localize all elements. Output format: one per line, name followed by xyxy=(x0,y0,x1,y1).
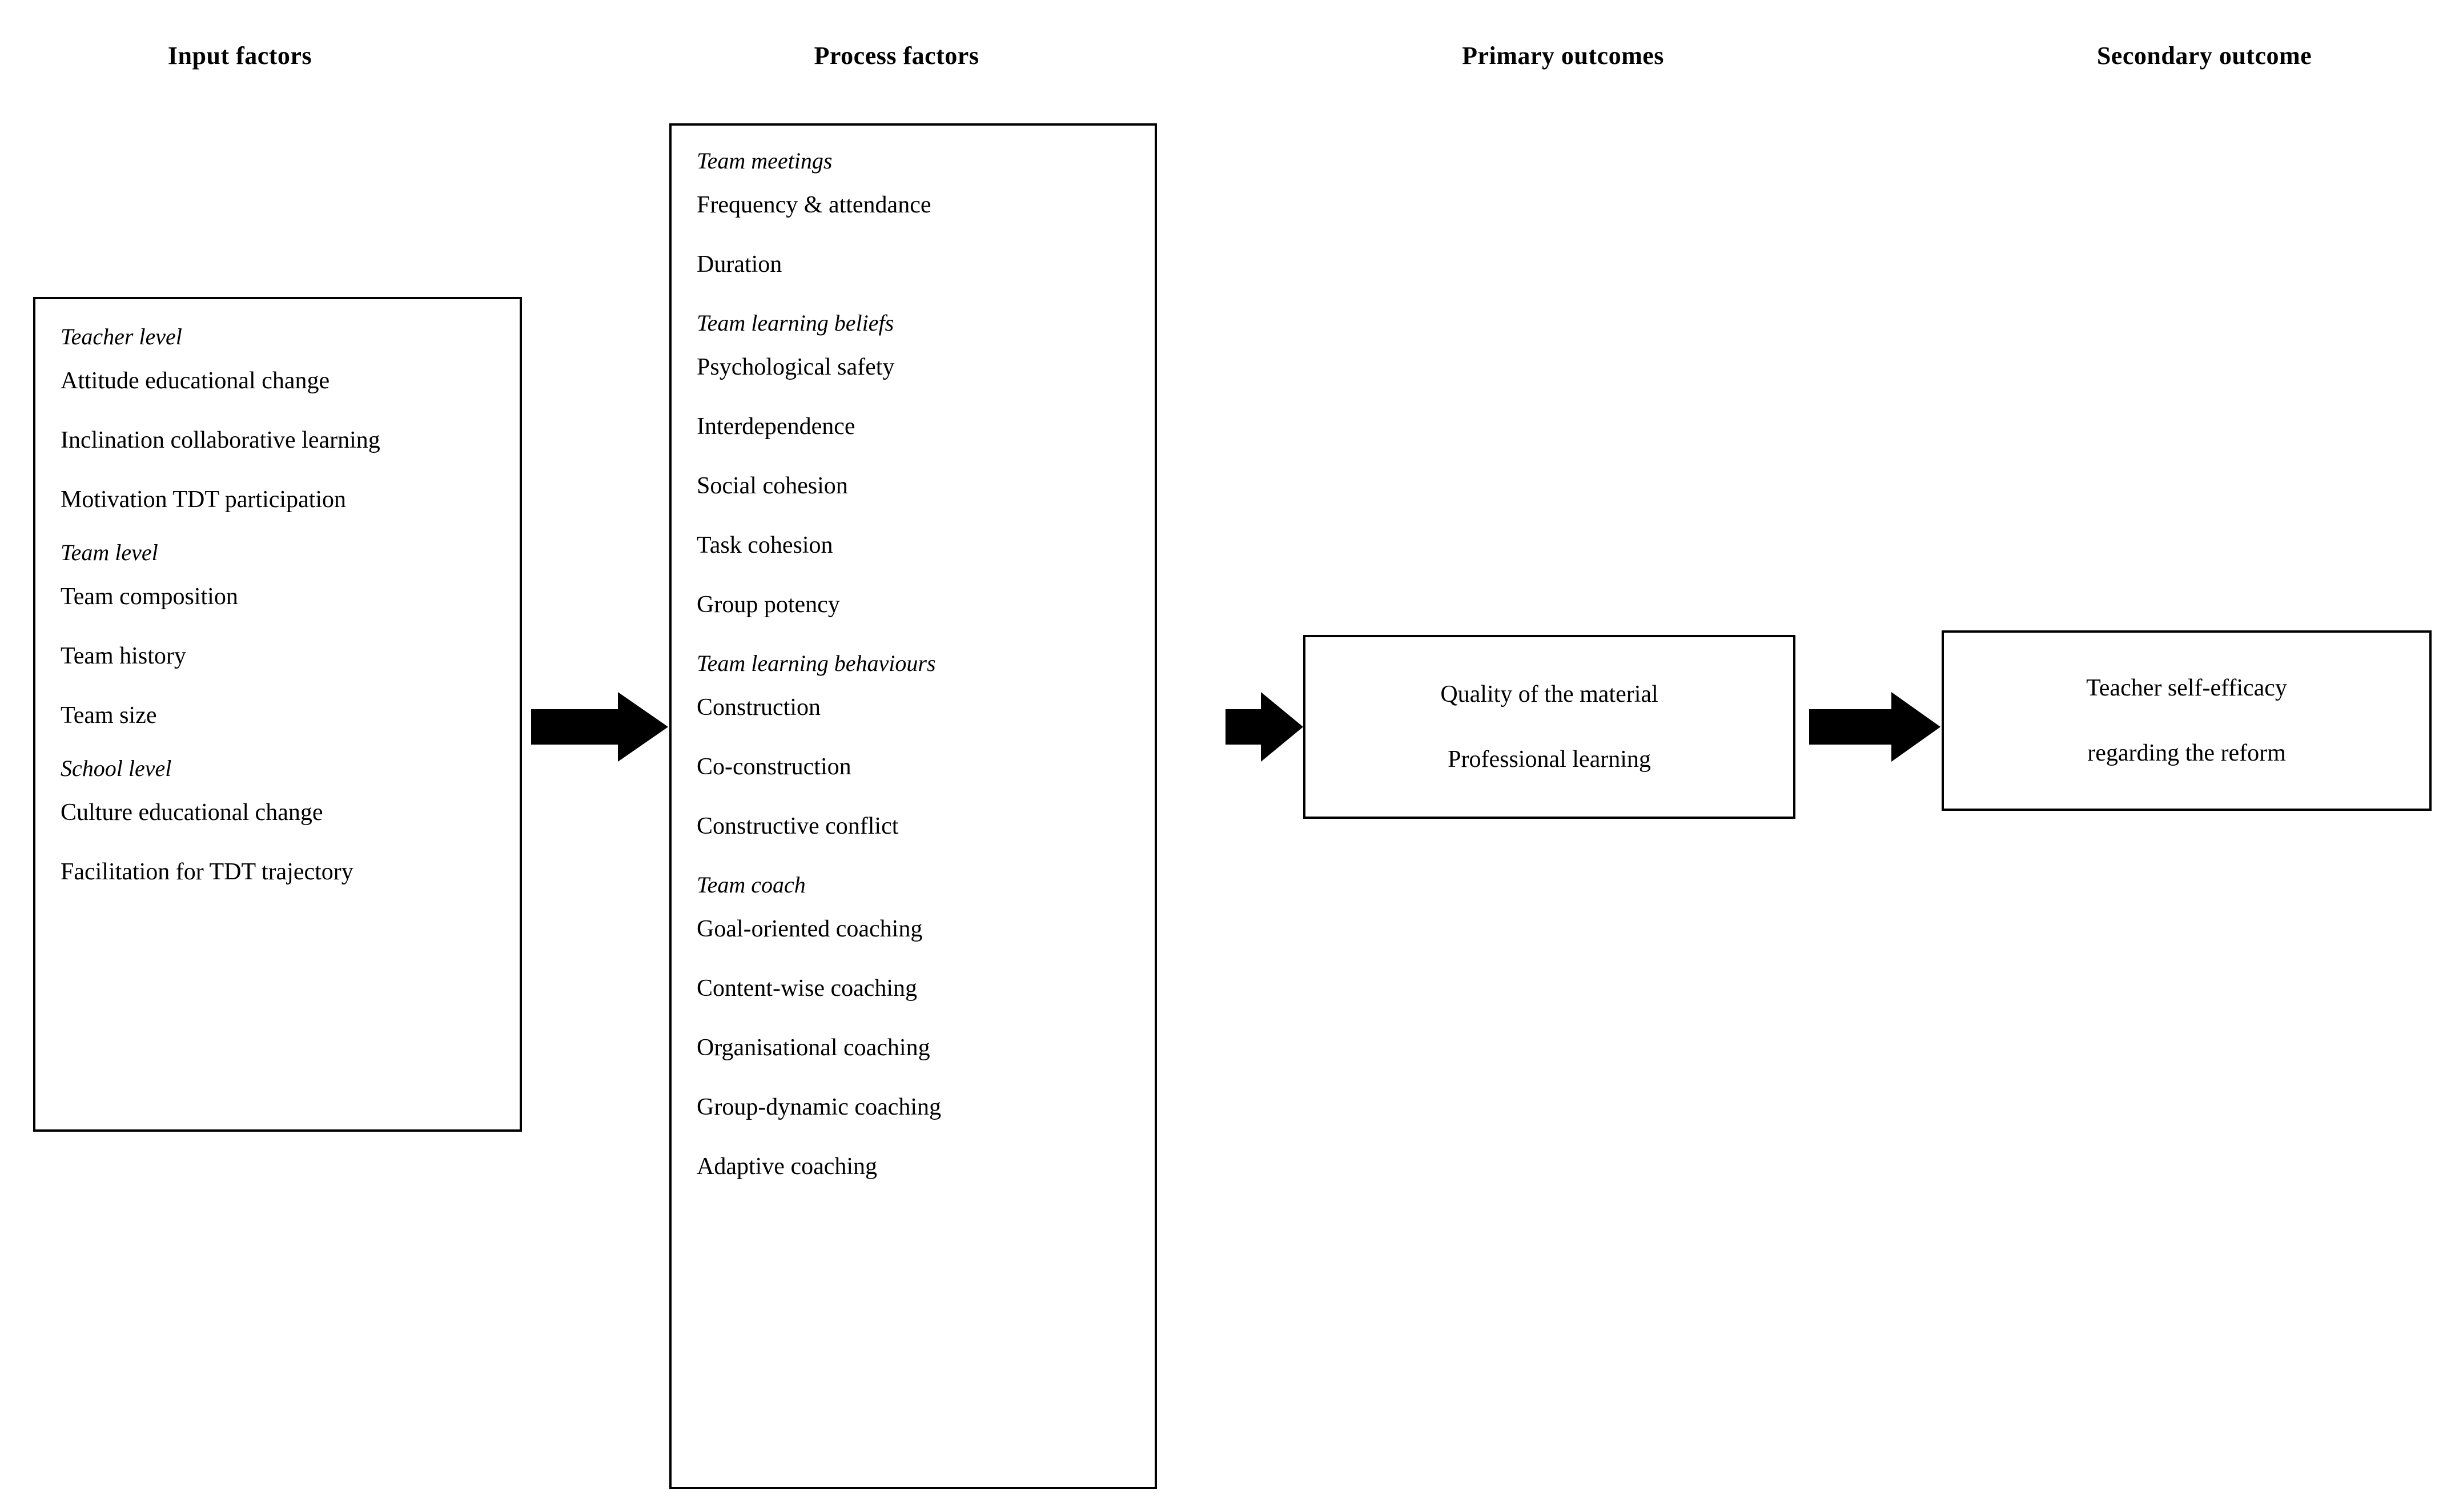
list-item: Frequency & attendance xyxy=(697,192,931,218)
group-title: Team meetings xyxy=(697,148,833,174)
list-item: Group-dynamic coaching xyxy=(697,1094,942,1120)
input-group-teacher-level: Teacher level Attitude educational chang… xyxy=(61,325,520,512)
process-factors-list: Team meetings Frequency & attendance Dur… xyxy=(672,126,1155,1487)
list-item: Constructive conflict xyxy=(697,813,899,839)
list-item: Culture educational change xyxy=(61,799,323,826)
process-group-team-meetings: Team meetings Frequency & attendance Dur… xyxy=(697,148,1155,278)
list-item: Attitude educational change xyxy=(61,368,330,394)
column-heading-primary-outcomes: Primary outcomes xyxy=(1462,42,1664,70)
list-item: Adaptive coaching xyxy=(697,1153,878,1180)
arrow-process-to-primary-icon xyxy=(1226,692,1303,762)
list-item: Group potency xyxy=(697,592,840,618)
list-item: Team size xyxy=(61,702,157,729)
outcome-line: Professional learning xyxy=(1448,746,1651,773)
arrow-input-to-process-icon xyxy=(531,692,668,762)
list-item: Task cohesion xyxy=(697,532,833,558)
group-title: Team coach xyxy=(697,872,806,898)
list-item: Social cohesion xyxy=(697,473,848,499)
list-item: Duration xyxy=(697,251,782,278)
outcome-line: Quality of the material xyxy=(1440,681,1658,707)
outcome-line: Teacher self-efficacy xyxy=(2086,675,2287,701)
process-group-team-learning-behaviours: Team learning behaviours Construction Co… xyxy=(697,650,1155,839)
process-group-team-learning-beliefs: Team learning beliefs Psychological safe… xyxy=(697,312,1155,617)
column-heading-process-factors: Process factors xyxy=(814,42,979,70)
list-item: Team composition xyxy=(61,584,238,610)
list-item: Facilitation for TDT trajectory xyxy=(61,859,353,885)
list-item: Content-wise coaching xyxy=(697,975,918,1002)
input-group-team-level: Team level Team composition Team history… xyxy=(61,540,520,729)
list-item: Psychological safety xyxy=(697,354,895,380)
list-item: Organisational coaching xyxy=(697,1035,930,1061)
primary-outcomes-box: Quality of the material Professional lea… xyxy=(1303,635,1795,819)
process-factors-box: Team meetings Frequency & attendance Dur… xyxy=(669,123,1157,1489)
secondary-outcome-content: Teacher self-efficacy regarding the refo… xyxy=(1944,633,2429,809)
input-group-school-level: School level Culture educational change … xyxy=(61,757,520,884)
group-title: Team learning behaviours xyxy=(697,650,936,676)
list-item: Motivation TDT participation xyxy=(61,486,347,513)
arrow-primary-to-secondary-icon xyxy=(1809,692,1940,762)
group-title: Team level xyxy=(61,540,158,565)
process-group-team-coach: Team coach Goal-oriented coaching Conten… xyxy=(697,874,1155,1179)
list-item: Team history xyxy=(61,643,186,669)
column-heading-secondary-outcome: Secondary outcome xyxy=(2096,42,2312,70)
list-item: Inclination collaborative learning xyxy=(61,427,380,453)
primary-outcomes-content: Quality of the material Professional lea… xyxy=(1305,637,1793,817)
list-item: Goal-oriented coaching xyxy=(697,916,923,942)
list-item: Co-construction xyxy=(697,754,851,780)
input-factors-list: Teacher level Attitude educational chang… xyxy=(35,299,520,1129)
outcome-line: regarding the reform xyxy=(2087,740,2286,766)
column-heading-input-factors: Input factors xyxy=(167,42,312,70)
list-item: Interdependence xyxy=(697,413,855,440)
group-title: Teacher level xyxy=(61,324,182,349)
input-factors-box: Teacher level Attitude educational chang… xyxy=(33,297,522,1132)
list-item: Construction xyxy=(697,694,821,721)
group-title: Team learning beliefs xyxy=(697,310,894,336)
group-title: School level xyxy=(61,755,172,781)
secondary-outcome-box: Teacher self-efficacy regarding the refo… xyxy=(1942,630,2432,811)
